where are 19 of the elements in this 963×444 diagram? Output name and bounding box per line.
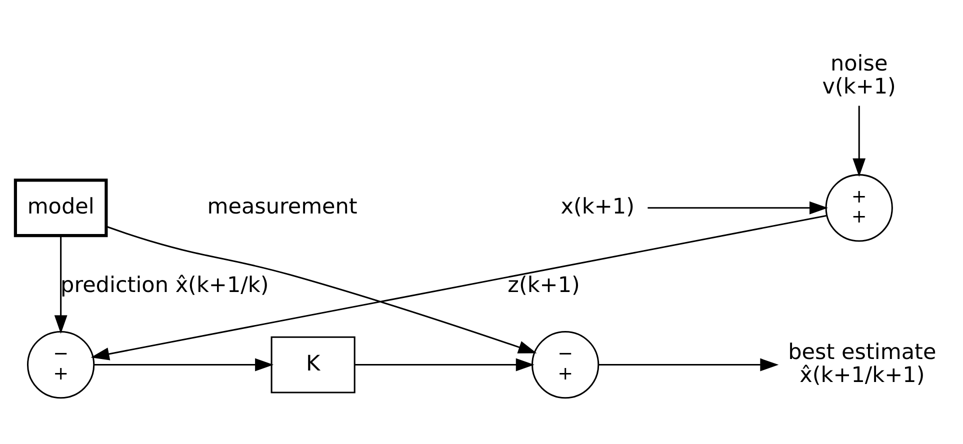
node-box: K bbox=[270, 336, 356, 393]
arrow bbox=[598, 358, 779, 371]
arrow bbox=[648, 200, 828, 214]
node-text: noise v(k+1) bbox=[822, 51, 896, 100]
label: measurement bbox=[207, 194, 358, 220]
edge-label: z(k+1) bbox=[508, 272, 580, 298]
node-circle: − + bbox=[532, 330, 600, 398]
arrow bbox=[94, 358, 274, 371]
arrow bbox=[90, 214, 827, 360]
node-text: best estimate x̂(k+1/k+1) bbox=[788, 339, 936, 388]
node-circle: + + bbox=[825, 174, 893, 242]
arrow bbox=[106, 225, 537, 353]
edge-label: prediction x̂(k+1/k) bbox=[60, 272, 269, 298]
arrow bbox=[354, 358, 534, 371]
node-circle: − + bbox=[26, 330, 95, 398]
node-text: x(k+1) bbox=[560, 194, 634, 220]
arrow bbox=[54, 236, 68, 334]
node-box: model bbox=[14, 178, 108, 237]
arrow bbox=[852, 105, 866, 176]
